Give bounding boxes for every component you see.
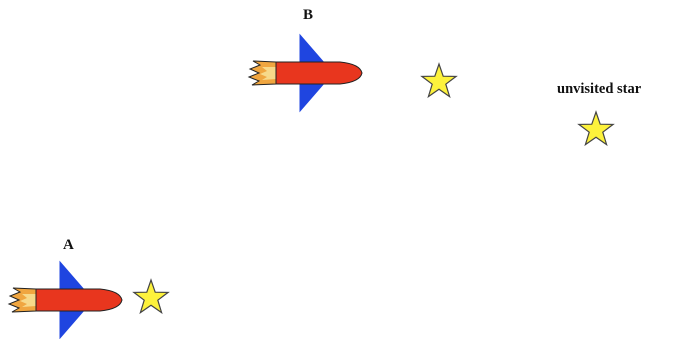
rocket-icon — [9, 262, 122, 338]
unvisited-star-label: unvisited star — [557, 81, 641, 98]
star-icon — [422, 64, 456, 97]
rocket-icon — [249, 35, 362, 111]
rocket-b-label: B — [303, 7, 313, 24]
rocket-a-label: A — [63, 237, 74, 254]
star-icon — [579, 112, 613, 145]
star-icon — [134, 280, 168, 313]
